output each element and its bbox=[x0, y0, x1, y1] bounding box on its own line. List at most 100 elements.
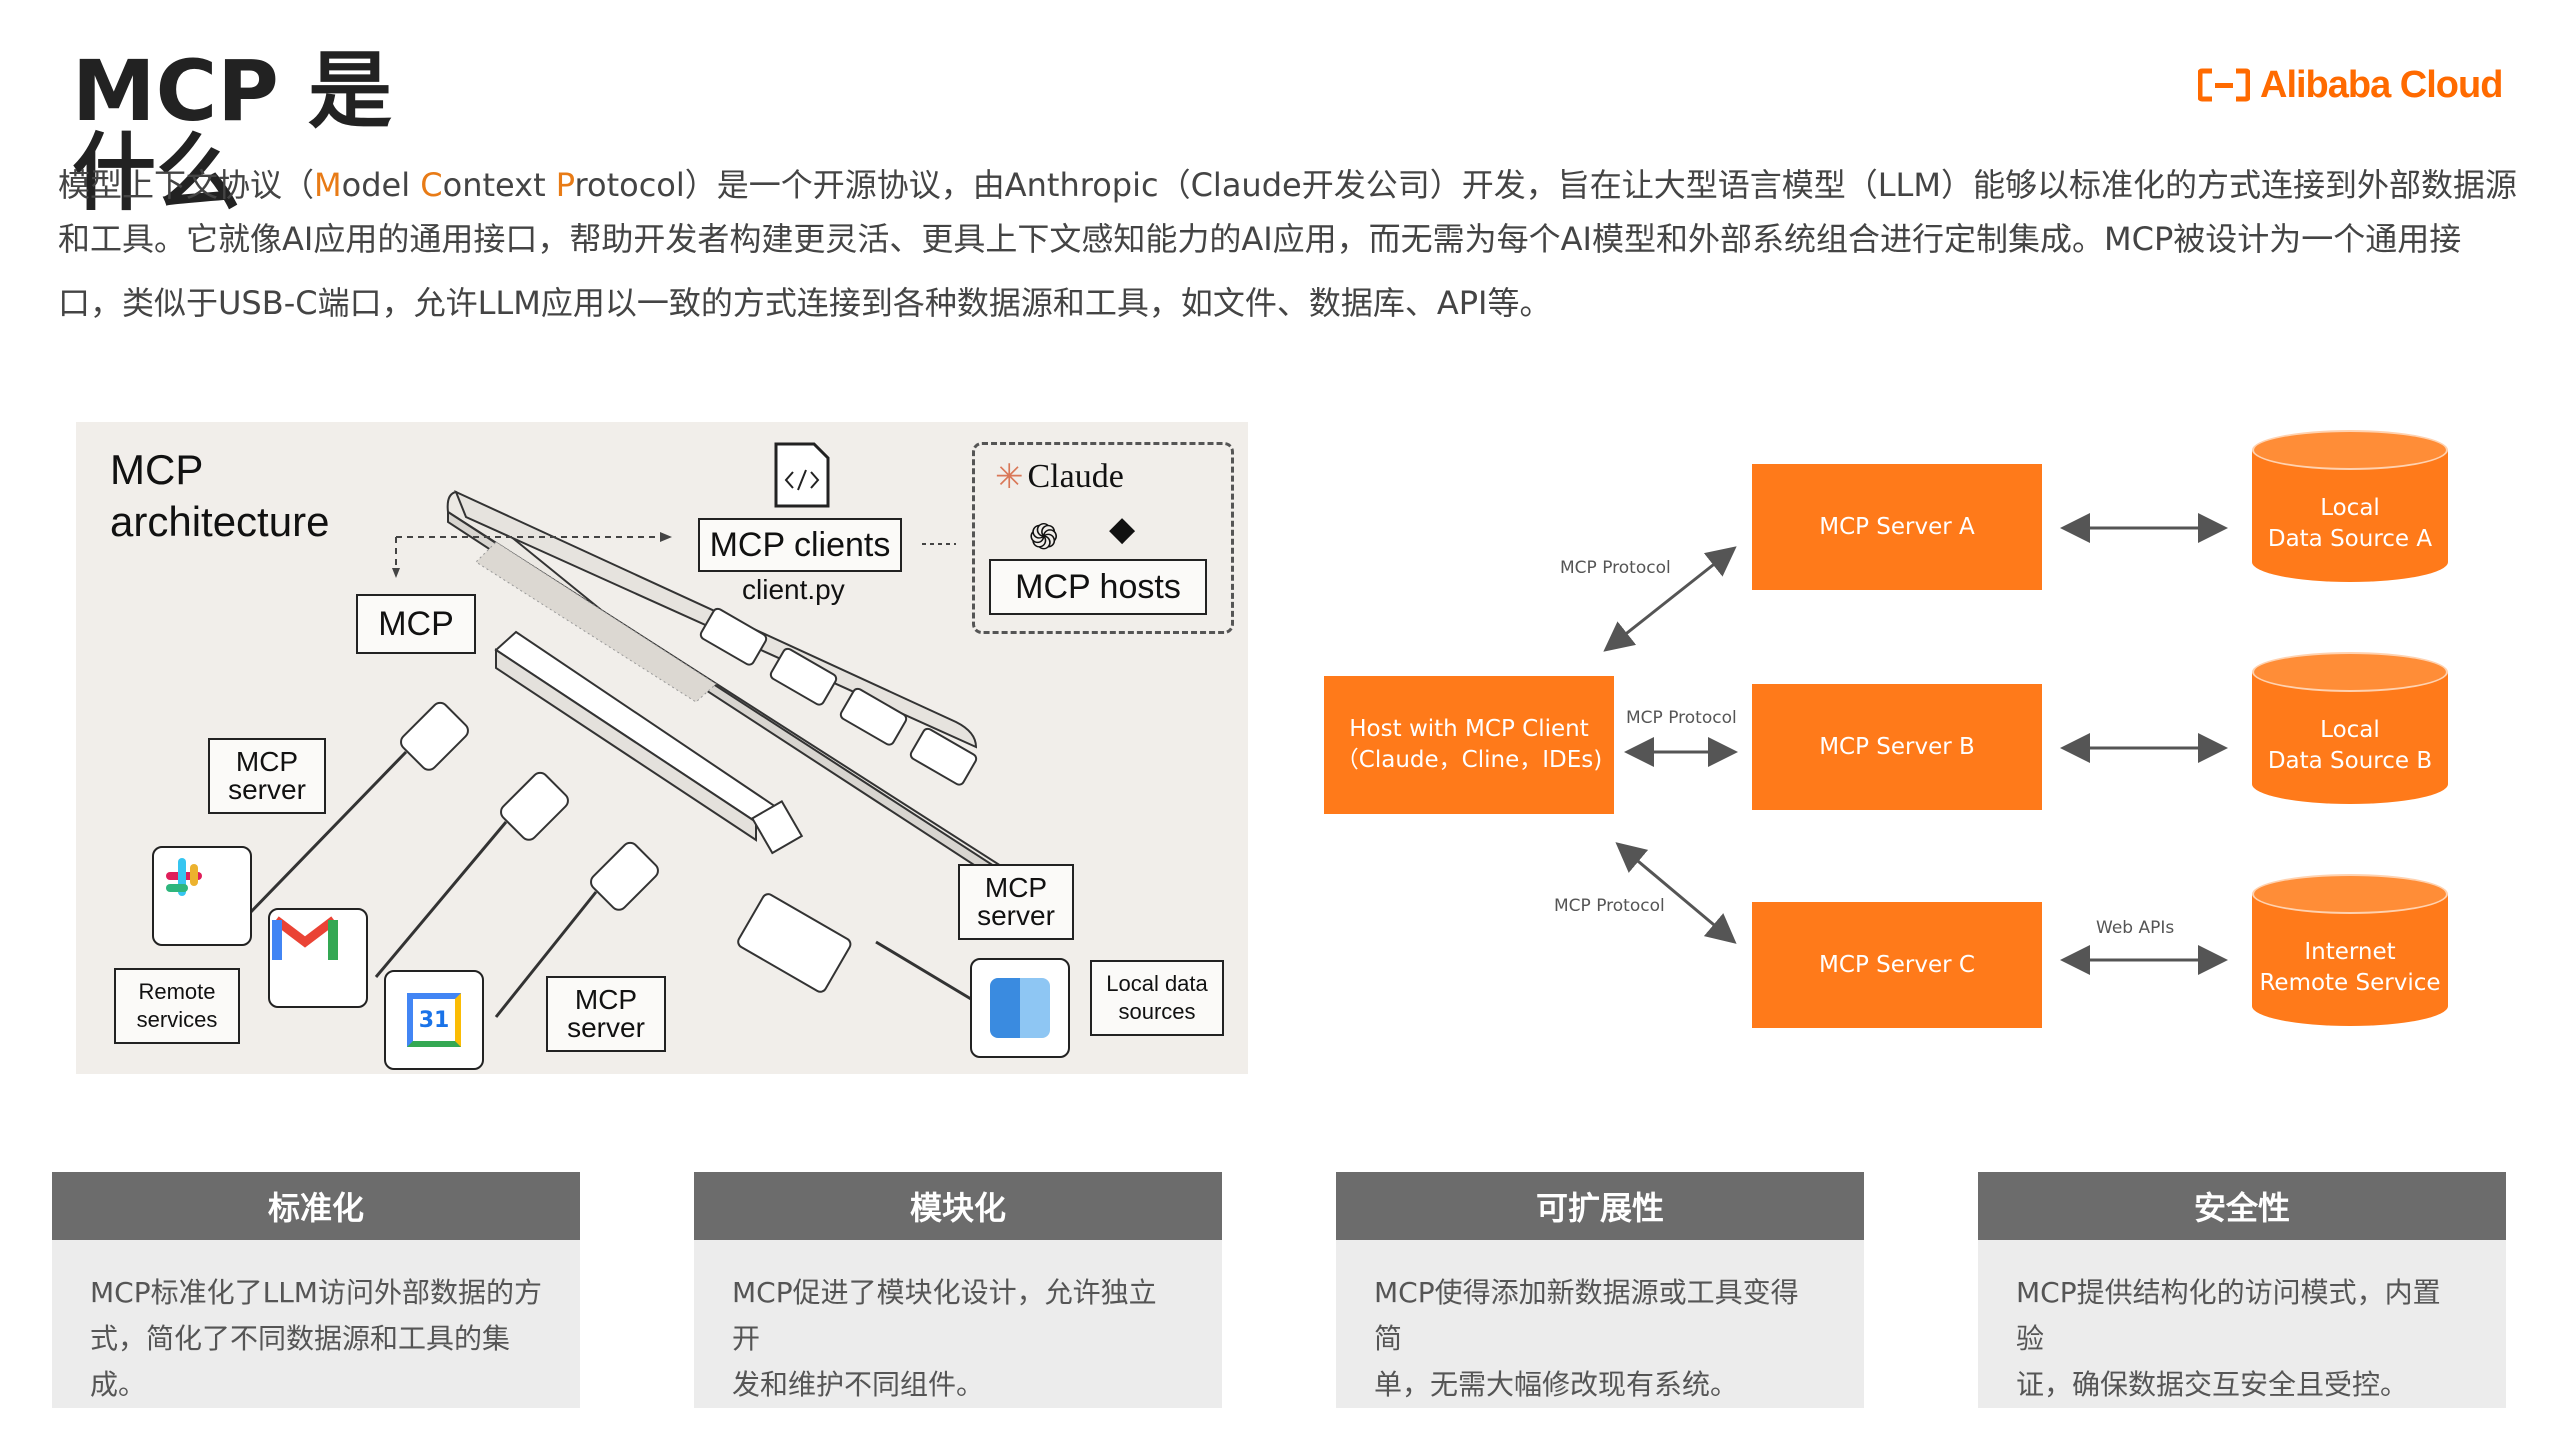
card-title: 可扩展性 bbox=[1336, 1172, 1864, 1240]
card-text-line: MCP提供结构化的访问模式，内置验 bbox=[2016, 1276, 2441, 1355]
card-text-line: 证，确保数据交互安全且受控。 bbox=[2016, 1368, 2409, 1401]
mcp-server-b-box[interactable]: MCP Server B bbox=[1752, 684, 2042, 810]
local-data-source-b[interactable]: Local Data Source B bbox=[2252, 652, 2448, 824]
intro-line-1: 模型上下文协议（Model Context Protocol）是一个开源协议，由… bbox=[58, 158, 2528, 212]
host-with-mcp-client-box[interactable]: Host with MCP Client （Claude，Cline，IDEs) bbox=[1324, 676, 1614, 814]
feature-card-extensibility: 可扩展性 MCP使得添加新数据源或工具变得简 单，无需大幅修改现有系统。 bbox=[1336, 1172, 1864, 1408]
intro-text: ）是一个开源协议，由Anthropic（Claude开发公司）开发，旨在让大型语… bbox=[684, 166, 2517, 204]
cylinder-text: Internet Remote Service bbox=[2259, 937, 2440, 999]
intro-text: odel bbox=[341, 166, 421, 204]
ds-b-label-1: Local bbox=[2320, 717, 2380, 743]
cylinder-body bbox=[2252, 894, 2448, 1026]
cube-icon: ◆ bbox=[1109, 510, 1136, 548]
intro-text: 模型上下文协议（ bbox=[58, 166, 315, 204]
cylinder-top bbox=[2252, 874, 2448, 914]
mcp-server-box-1: MCP server bbox=[208, 738, 326, 814]
internet-remote-service[interactable]: Internet Remote Service bbox=[2252, 874, 2448, 1046]
cylinder-body bbox=[2252, 672, 2448, 804]
local-data-sources-box: Local data sources bbox=[1090, 960, 1224, 1036]
finder-app-tile bbox=[970, 958, 1070, 1058]
protocol-label-top: MCP Protocol bbox=[1560, 558, 1671, 578]
calendar-icon: 31 bbox=[407, 993, 461, 1047]
rs-label-2: Remote Service bbox=[2259, 970, 2441, 996]
card-body: MCP促进了模块化设计，允许独立开 发和维护不同组件。 bbox=[694, 1240, 1222, 1408]
cylinder-text: Local Data Source A bbox=[2268, 493, 2432, 555]
architecture-title: MCP architecture bbox=[110, 444, 329, 548]
rs-label-1: Internet bbox=[2304, 939, 2396, 965]
feature-card-security: 安全性 MCP提供结构化的访问模式，内置验 证，确保数据交互安全且受控。 bbox=[1978, 1172, 2506, 1408]
alibaba-cloud-logo[interactable]: Alibaba Cloud bbox=[2198, 60, 2503, 110]
mcp-clients-box: MCP clients bbox=[698, 518, 902, 572]
cylinder-top bbox=[2252, 430, 2448, 470]
cylinder-body bbox=[2252, 450, 2448, 582]
architecture-title-line-1: MCP bbox=[110, 446, 204, 493]
intro-text: ontext bbox=[442, 166, 556, 204]
card-text-line: 发和维护不同组件。 bbox=[732, 1368, 985, 1401]
cylinder-top bbox=[2252, 652, 2448, 692]
mcp-hosts-box: MCP hosts bbox=[989, 559, 1207, 615]
gmail-app-tile bbox=[268, 908, 368, 1008]
client-file-label: client.py bbox=[742, 574, 845, 605]
ds-a-label-1: Local bbox=[2320, 495, 2380, 521]
gmail-icon bbox=[272, 916, 338, 960]
card-title: 安全性 bbox=[1978, 1172, 2506, 1240]
finder-icon bbox=[990, 978, 1050, 1038]
server-label: MCP bbox=[235, 746, 299, 777]
server-label: server bbox=[977, 900, 1055, 931]
server-label: MCP bbox=[574, 984, 638, 1015]
mcp-server-box-2: MCP server bbox=[958, 864, 1074, 940]
claude-label: Claude bbox=[1027, 458, 1124, 495]
local-label: sources bbox=[1118, 999, 1196, 1024]
page-title: MCP 是什么 bbox=[72, 42, 393, 222]
local-data-source-a[interactable]: Local Data Source A bbox=[2252, 430, 2448, 602]
slack-icon bbox=[166, 858, 202, 896]
card-body: MCP标准化了LLM访问外部数据的方 式，简化了不同数据源和工具的集成。 bbox=[52, 1240, 580, 1408]
mcp-server-box-3: MCP server bbox=[546, 976, 666, 1052]
protocol-label-bottom: MCP Protocol bbox=[1554, 896, 1665, 916]
remote-label: services bbox=[136, 1007, 218, 1032]
card-text-line: 式，简化了不同数据源和工具的集成。 bbox=[90, 1322, 511, 1401]
mcp-flow-diagram: MCP Protocol MCP Protocol MCP Protocol W… bbox=[1300, 400, 2540, 1080]
mcp-hub-box: MCP bbox=[356, 594, 476, 654]
openai-icon: ֍ bbox=[1029, 516, 1059, 557]
card-text-line: 单，无需大幅修改现有系统。 bbox=[1374, 1368, 1739, 1401]
card-title: 模块化 bbox=[694, 1172, 1222, 1240]
server-label: server bbox=[228, 774, 306, 805]
web-apis-label: Web APIs bbox=[2096, 918, 2175, 938]
claude-star-icon: ✳ bbox=[995, 459, 1024, 496]
intro-paragraph: 模型上下文协议（Model Context Protocol）是一个开源协议，由… bbox=[58, 158, 2528, 330]
card-text-line: MCP促进了模块化设计，允许独立开 bbox=[732, 1276, 1157, 1355]
architecture-drawing bbox=[244, 442, 1036, 1053]
architecture-title-line-2: architecture bbox=[110, 498, 330, 545]
logo-text: Alibaba Cloud bbox=[2260, 63, 2503, 106]
server-label: MCP bbox=[984, 872, 1048, 903]
card-text-line: MCP标准化了LLM访问外部数据的方 bbox=[90, 1276, 542, 1309]
intro-highlight-c: C bbox=[420, 166, 443, 204]
feature-card-modularity: 模块化 MCP促进了模块化设计，允许独立开 发和维护不同组件。 bbox=[694, 1172, 1222, 1408]
intro-highlight-p: P bbox=[555, 166, 575, 204]
server-label: server bbox=[567, 1012, 645, 1043]
slack-app-tile bbox=[152, 846, 252, 946]
ds-b-label-2: Data Source B bbox=[2267, 748, 2433, 774]
cylinder-text: Local Data Source B bbox=[2268, 715, 2432, 777]
diagram-arrows bbox=[1603, 513, 2228, 975]
mcp-server-a-box[interactable]: MCP Server A bbox=[1752, 464, 2042, 590]
local-label: Local data bbox=[1106, 971, 1208, 996]
card-text-line: MCP使得添加新数据源或工具变得简 bbox=[1374, 1276, 1799, 1355]
mcp-hosts-group: ✳ Claude ֍ ◆ MCP hosts bbox=[972, 442, 1234, 634]
mcp-architecture-illustration: MCP architecture MCP clients client.py ✳… bbox=[76, 422, 1248, 1074]
intro-text: rotocol bbox=[574, 166, 685, 204]
intro-line-2: 和工具。它就像AI应用的通用接口，帮助开发者构建更灵活、更具上下文感知能力的AI… bbox=[58, 220, 2462, 258]
card-title: 标准化 bbox=[52, 1172, 580, 1240]
intro-highlight-m: M bbox=[314, 166, 342, 204]
alibaba-cloud-logo-icon bbox=[2198, 68, 2250, 102]
claude-logo: ✳ Claude bbox=[995, 457, 1124, 497]
feature-card-standardization: 标准化 MCP标准化了LLM访问外部数据的方 式，简化了不同数据源和工具的集成。 bbox=[52, 1172, 580, 1408]
mcp-server-c-box[interactable]: MCP Server C bbox=[1752, 902, 2042, 1028]
card-body: MCP提供结构化的访问模式，内置验 证，确保数据交互安全且受控。 bbox=[1978, 1240, 2506, 1408]
host-label: Host with MCP Client bbox=[1349, 716, 1589, 742]
protocol-label-middle: MCP Protocol bbox=[1626, 708, 1737, 728]
ds-a-label-2: Data Source A bbox=[2267, 526, 2433, 552]
calendar-app-tile: 31 bbox=[384, 970, 484, 1070]
host-sublabel: （Claude，Cline，IDEs) bbox=[1335, 747, 1603, 773]
